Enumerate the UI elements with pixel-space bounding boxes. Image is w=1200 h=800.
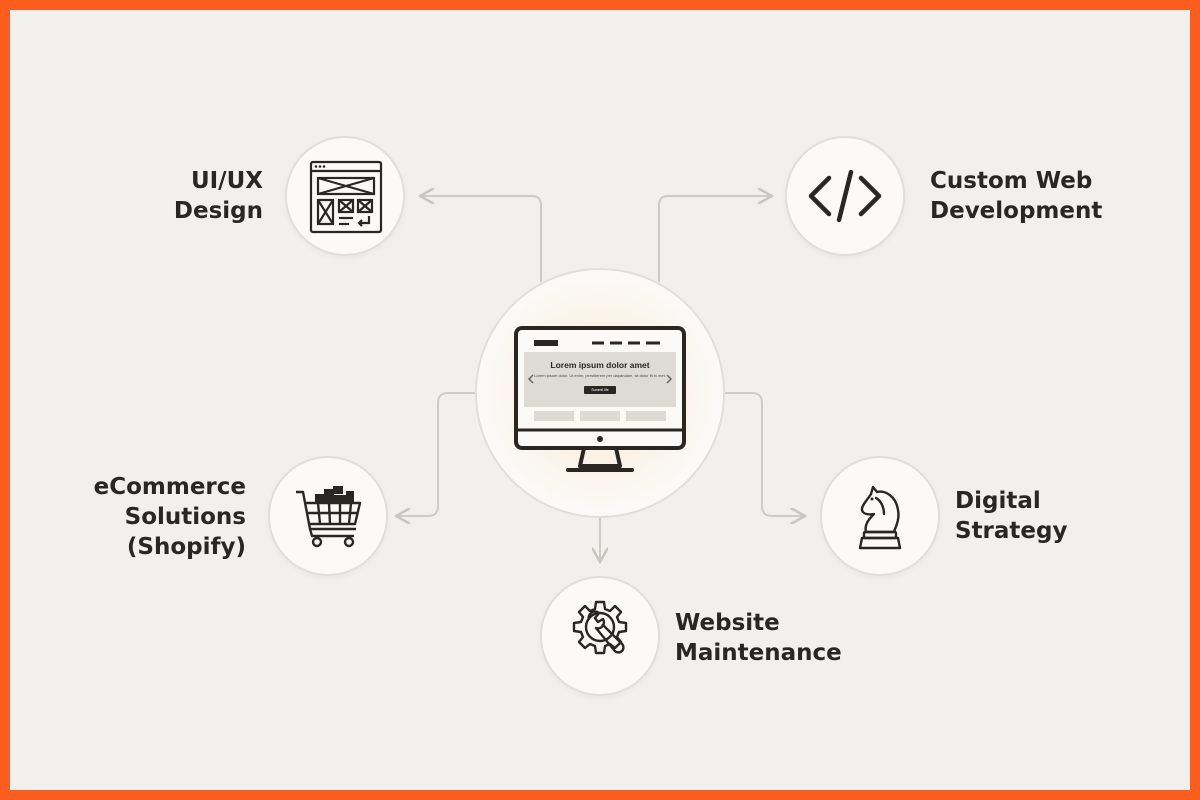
wireframe-icon xyxy=(309,160,383,234)
maintenance-label: Website Maintenance xyxy=(675,610,842,666)
custom-web-label: Custom Web Development xyxy=(930,168,1103,224)
monitor-website-icon xyxy=(514,326,686,472)
uiux-node xyxy=(285,136,405,256)
maintenance-node xyxy=(540,576,660,696)
digital-strategy-label: Digital Strategy xyxy=(955,488,1068,544)
digital-strategy-node xyxy=(820,456,940,576)
ecommerce-label: eCommerce Solutions (Shopify) xyxy=(93,474,246,560)
chess-knight-icon xyxy=(858,485,902,550)
screen-hero-title: Lorem ipsum dolor amet xyxy=(550,360,650,370)
shopping-cart-icon xyxy=(296,486,362,548)
screen-hero-subtitle: Lorem ipsum dolor. Ut enim, perstiterem … xyxy=(534,373,666,378)
ecommerce-node xyxy=(268,456,388,576)
custom-web-node xyxy=(785,136,905,256)
code-brackets-icon xyxy=(808,169,882,223)
gear-wrench-icon xyxy=(572,600,628,655)
uiux-label: UI/UX Design xyxy=(173,168,263,224)
screen-hero-button: Summit life xyxy=(584,386,616,394)
